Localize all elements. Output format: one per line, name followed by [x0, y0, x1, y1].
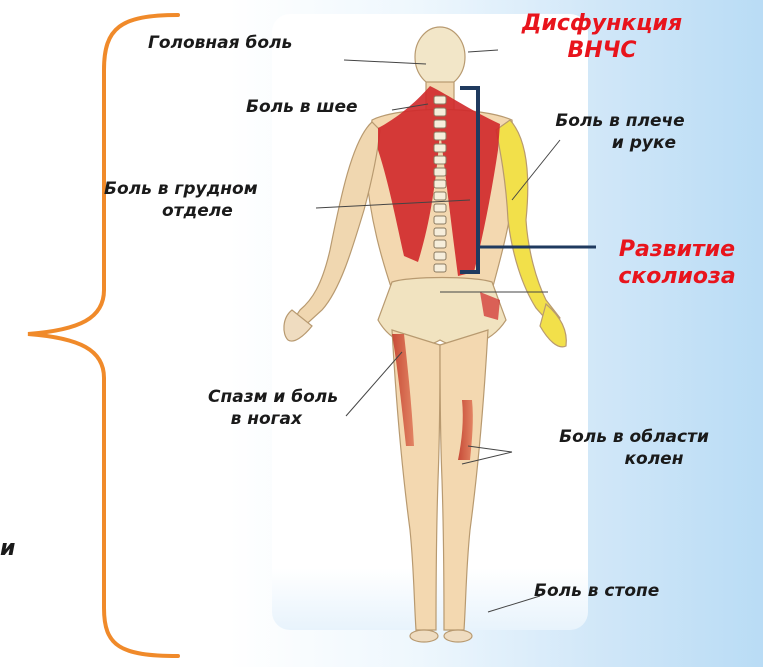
label-scoliosis-line1: Развитие	[598, 236, 756, 263]
label-scoliosis-line2: сколиоза	[598, 263, 756, 290]
label-leg-line2: в ногах	[150, 408, 338, 430]
label-thoracic-line1: Боль в грудном	[104, 178, 258, 200]
label-leg-spasm-pain: Спазм и боль в ногах	[150, 386, 338, 430]
label-foot-pain: Боль в стопе	[534, 580, 659, 602]
label-knee-line1: Боль в области	[534, 426, 734, 448]
label-tmj-dysfunction: Дисфункция ВНЧС	[500, 10, 704, 64]
label-shoulder-line1: Боль в плече	[530, 110, 710, 132]
label-tmj-line1: Дисфункция	[500, 10, 704, 37]
spine	[434, 96, 446, 272]
label-neck-pain: Боль в шее	[246, 96, 358, 118]
label-headache: Головная боль	[148, 32, 292, 54]
label-shoulder-line2: и руке	[530, 132, 710, 154]
label-knee-line2: колен	[534, 448, 734, 470]
cut-off-text: и	[0, 538, 15, 560]
label-thoracic-line2: отделе	[104, 200, 258, 222]
label-scoliosis: Развитие сколиоза	[598, 236, 756, 290]
label-thoracic-pain: Боль в грудном отделе	[104, 178, 258, 222]
label-knee-pain: Боль в области колен	[534, 426, 734, 470]
label-tmj-line2: ВНЧС	[500, 37, 704, 64]
label-shoulder-arm-pain: Боль в плече и руке	[530, 110, 710, 154]
label-leg-line1: Спазм и боль	[150, 386, 338, 408]
curly-brace	[28, 15, 178, 656]
